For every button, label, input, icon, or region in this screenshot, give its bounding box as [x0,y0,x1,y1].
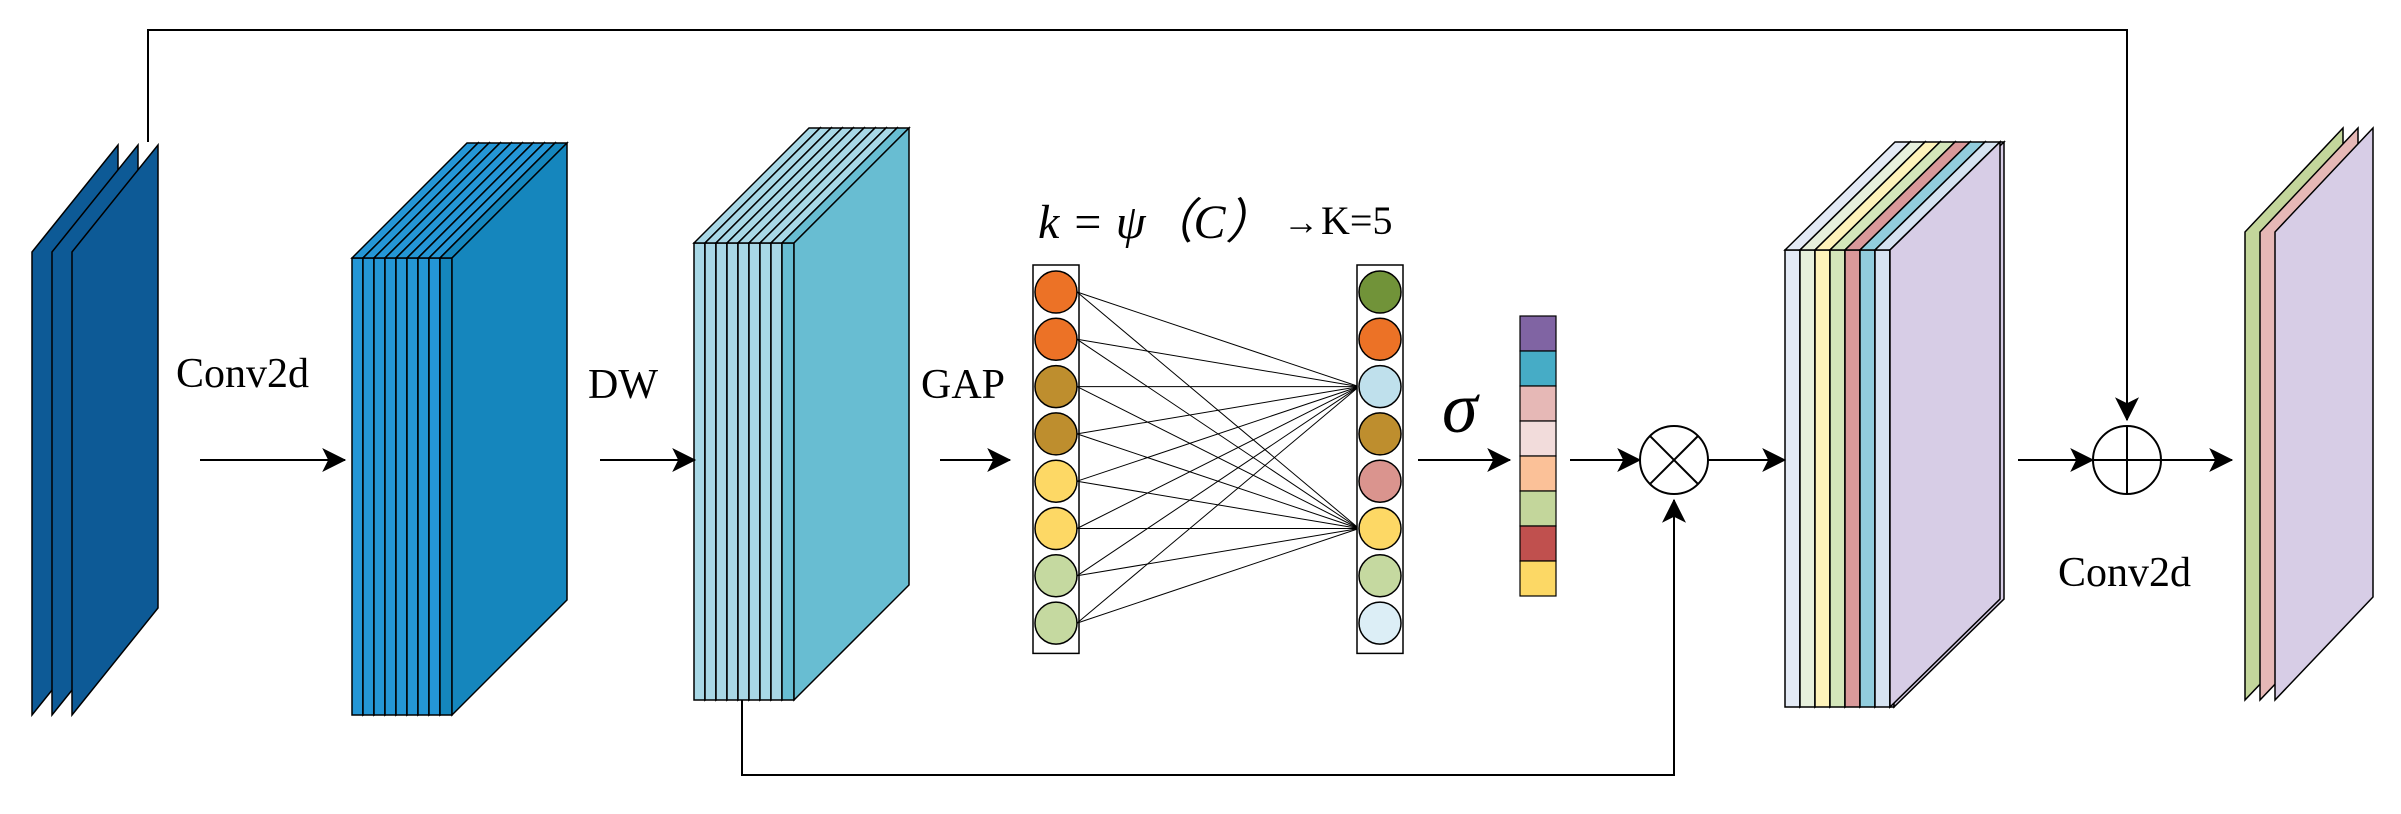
dw-slice-2-front [704,242,717,701]
weighted-slice-5-front [1844,249,1861,708]
dw-slice-6-front [748,242,761,701]
gap-circle-2 [1034,317,1078,362]
dw-body-side [793,126,910,702]
conv-slice-3-front [373,257,386,716]
multiply-operator [1639,425,1709,495]
gap-circle-6 [1034,506,1078,551]
weighted-slice-3-front [1814,249,1831,708]
weighted-feature-stack [1783,140,2006,709]
out-circle-3 [1358,364,1402,409]
dw-body-front [781,242,795,701]
conv-slice-4-front [384,257,397,716]
input-feature-stack [31,142,159,718]
dw-slice-5-front [737,242,750,701]
label-gap: GAP [921,362,1005,408]
label-dw: DW [588,362,658,408]
gap-circle-5 [1034,459,1078,503]
dw-branch-connection [741,498,1686,776]
out-circle-7 [1358,554,1402,598]
gap-circle-3 [1034,364,1078,409]
gap-channel-column [1032,264,1080,655]
sigma-cell-6 [1519,490,1557,527]
skip-connection [147,29,2139,422]
dw-slice-3-front [715,242,728,701]
out-circle-5 [1358,459,1402,503]
final-output-stack [2244,126,2374,702]
gap-circle-4 [1034,412,1078,456]
conv1d-output-column [1356,264,1404,655]
weighted-slice-6-front [1859,249,1876,708]
gap-circle-1 [1034,270,1078,314]
conv-slice-1-front [351,257,364,716]
sigma-cell-2 [1519,350,1557,387]
kernel-line-2-4 [1076,433,1360,529]
kernel-line-2-5 [1076,480,1360,529]
kernel-line-2-2 [1076,338,1360,529]
gap-circle-8 [1034,601,1078,645]
out-circle-2 [1358,317,1402,362]
sigma-cell-7 [1519,525,1557,562]
conv-feature-block [350,141,569,717]
sigma-cell-5 [1519,455,1557,492]
out-circle-4 [1358,412,1402,456]
label-sigma: σ [1442,368,1480,448]
label-k-formula: k = ψ（C） [1038,196,1274,249]
conv-slice-6-front [406,257,419,716]
weighted-slice-4-front [1829,249,1846,708]
sigmoid-weight-bar [1519,315,1557,597]
label-k-arrow: → [1283,202,1319,242]
label-conv2d-1: Conv2d [176,351,309,397]
conv-body-side [451,141,568,717]
final-sheet-3 [2274,126,2374,702]
sigma-cell-4 [1519,420,1557,457]
kernel-line-1-1 [1076,291,1360,388]
kernel-line-2-3 [1076,386,1360,529]
dw-feature-block [692,126,911,702]
out-circle-6 [1358,506,1402,551]
conv-slice-8-front [428,257,441,716]
label-k-value: K=5 [1321,198,1392,243]
kernel-line-2-7 [1076,528,1360,577]
sigma-cell-1 [1519,315,1557,352]
weighted-slice-2-front [1799,249,1816,708]
weighted-slice-7-front [1874,249,1891,708]
gap-circle-7 [1034,554,1078,598]
conv-slice-2-front [362,257,375,716]
sigma-cell-8 [1519,560,1557,597]
input-sheet-3 [71,142,159,718]
out-circle-1 [1358,270,1402,314]
kernel-line-1-2 [1076,338,1360,388]
conv-slice-5-front [395,257,408,716]
out-circle-8 [1358,601,1402,645]
add-operator [2092,425,2162,495]
kernel-line-2-8 [1076,528,1360,624]
weighted-body-face [1889,140,2001,709]
sigma-cell-3 [1519,385,1557,422]
dw-slice-4-front [726,242,739,701]
label-conv2d-2: Conv2d [2058,550,2191,596]
dw-slice-1-front [693,242,706,701]
weighted-slice-1-front [1784,249,1801,708]
conv-body-front [439,257,453,716]
kernel-connections [1076,291,1360,624]
dw-slice-7-front [759,242,772,701]
conv-slice-7-front [417,257,430,716]
kernel-line-2-1 [1076,291,1360,529]
dw-slice-8-front [770,242,783,701]
